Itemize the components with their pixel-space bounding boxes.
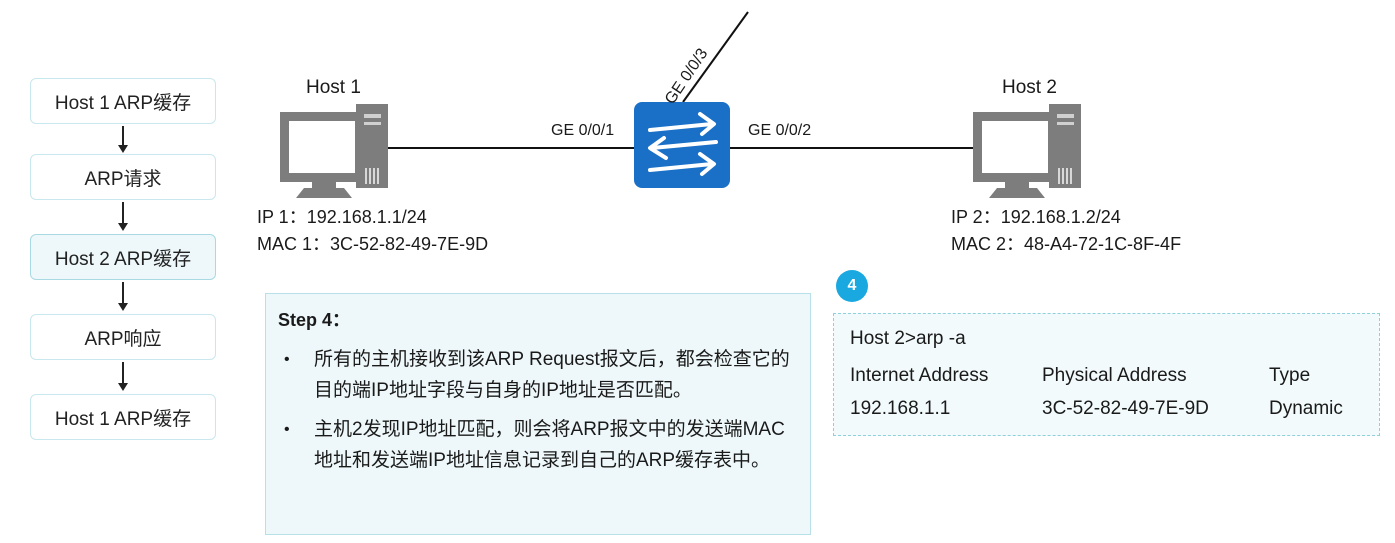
host2-ip: IP 2：192.168.1.2/24 [951,207,1121,227]
flow-step-host2-arp-cache: Host 2 ARP缓存 [30,234,216,280]
host2-computer-icon [973,104,1081,198]
flow-step-label: ARP响应 [84,328,162,350]
step-number-badge: 4 [836,270,868,302]
flow-step-label: Host 2 ARP缓存 [54,248,192,270]
step-bullet: 主机2发现IP地址匹配，则会将ARP报文中的发送端MAC地址和发送端IP地址信息… [278,414,792,476]
flow-arrow [118,126,128,153]
host2-address-info: IP 2：192.168.1.2/24 MAC 2：48-A4-72-1C-8F… [951,204,1181,258]
step-title: Step 4： [278,310,351,330]
host2-name: Host 2 [1002,77,1057,98]
arp-header-internet-address: Internet Address [850,364,989,386]
port-label-ge-0-0-2: GE 0/0/2 [748,122,812,139]
arp-cell-ip: 192.168.1.1 [850,397,951,419]
arp-header-physical-address: Physical Address [1042,364,1187,386]
port-label-ge-0-0-1: GE 0/0/1 [551,122,615,139]
flow-step-label: Host 1 ARP缓存 [54,408,192,430]
arp-command: Host 2>arp -a [850,328,966,349]
host2-mac: MAC 2：48-A4-72-1C-8F-4F [951,234,1182,254]
host1-computer-icon [280,104,388,198]
host1-address-info: IP 1：192.168.1.1/24 MAC 1：3C-52-82-49-7E… [257,204,488,258]
step-bullet-list: 所有的主机接收到该ARP Request报文后，都会检查它的目的端IP地址字段与… [278,344,792,476]
arp-cell-mac: 3C-52-82-49-7E-9D [1042,397,1209,419]
link-switch-uplink [682,11,749,103]
flow-step-host1-arp-cache-final: Host 1 ARP缓存 [30,394,216,440]
flow-arrow [118,202,128,231]
arp-header-type: Type [1269,364,1311,386]
flow-step-label: Host 1 ARP缓存 [54,92,192,114]
host1-mac: MAC 1：3C-52-82-49-7E-9D [257,234,489,254]
flow-step-label: ARP请求 [84,168,162,190]
step-description-box: Step 4： 所有的主机接收到该ARP Request报文后，都会检查它的目的… [265,293,811,535]
table-row: 192.168.1.1 3C-52-82-49-7E-9D Dynamic [850,392,1379,425]
flow-step-host1-arp-cache: Host 1 ARP缓存 [30,78,216,124]
arp-table-header: Internet Address Physical Address Type [850,359,1379,392]
flow-arrow [118,282,128,311]
flow-step-arp-request: ARP请求 [30,154,216,200]
flow-step-arp-reply: ARP响应 [30,314,216,360]
network-topology [280,11,1081,198]
arp-cell-type: Dynamic [1269,397,1343,419]
step-bullet: 所有的主机接收到该ARP Request报文后，都会检查它的目的端IP地址字段与… [278,344,792,406]
host1-ip: IP 1：192.168.1.1/24 [257,207,427,227]
arp-table-box: Host 2>arp -a Internet Address Physical … [833,313,1380,436]
switch-icon [634,102,730,188]
host1-name: Host 1 [306,77,361,98]
flow-arrow [118,362,128,391]
